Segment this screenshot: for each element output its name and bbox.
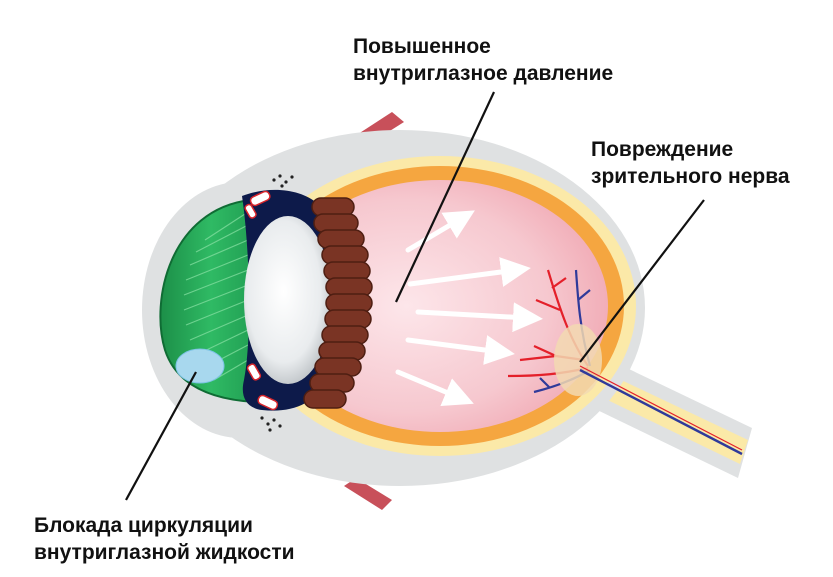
label-increased-pressure-line2: внутриглазное давление [353, 62, 614, 85]
label-fluid-blockage: Блокада циркуляции внутриглазной жидкост… [34, 512, 295, 566]
label-increased-pressure: Повышенное внутриглазное давление [353, 33, 613, 87]
label-optic-nerve-damage-line1: Повреждение [591, 138, 734, 161]
optic-disc [554, 324, 602, 396]
trabecular-meshwork [244, 190, 279, 411]
nerve-vein [579, 368, 743, 456]
fluid-particles [260, 174, 294, 432]
lens [244, 216, 332, 384]
label-optic-nerve-damage-line2: зрительного нерва [591, 165, 790, 188]
cornea-fibers [183, 211, 249, 381]
label-optic-nerve-damage: Повреждение зрительного нерва [591, 136, 790, 190]
pointer-blockage [125, 371, 197, 501]
pointer-lines [125, 91, 705, 501]
pressure-arrows [395, 210, 543, 407]
label-increased-pressure-line1: Повышенное [353, 35, 491, 58]
label-fluid-blockage-line2: внутриглазной жидкости [34, 541, 295, 564]
pointer-pressure [395, 91, 495, 303]
ciliary-body [303, 197, 373, 409]
aqueous-outflow-blockage [175, 348, 225, 384]
label-fluid-blockage-line1: Блокада циркуляции [34, 514, 253, 537]
nerve-artery [579, 365, 743, 451]
muscle-bottom [344, 478, 392, 510]
pointer-nerve [579, 199, 705, 363]
